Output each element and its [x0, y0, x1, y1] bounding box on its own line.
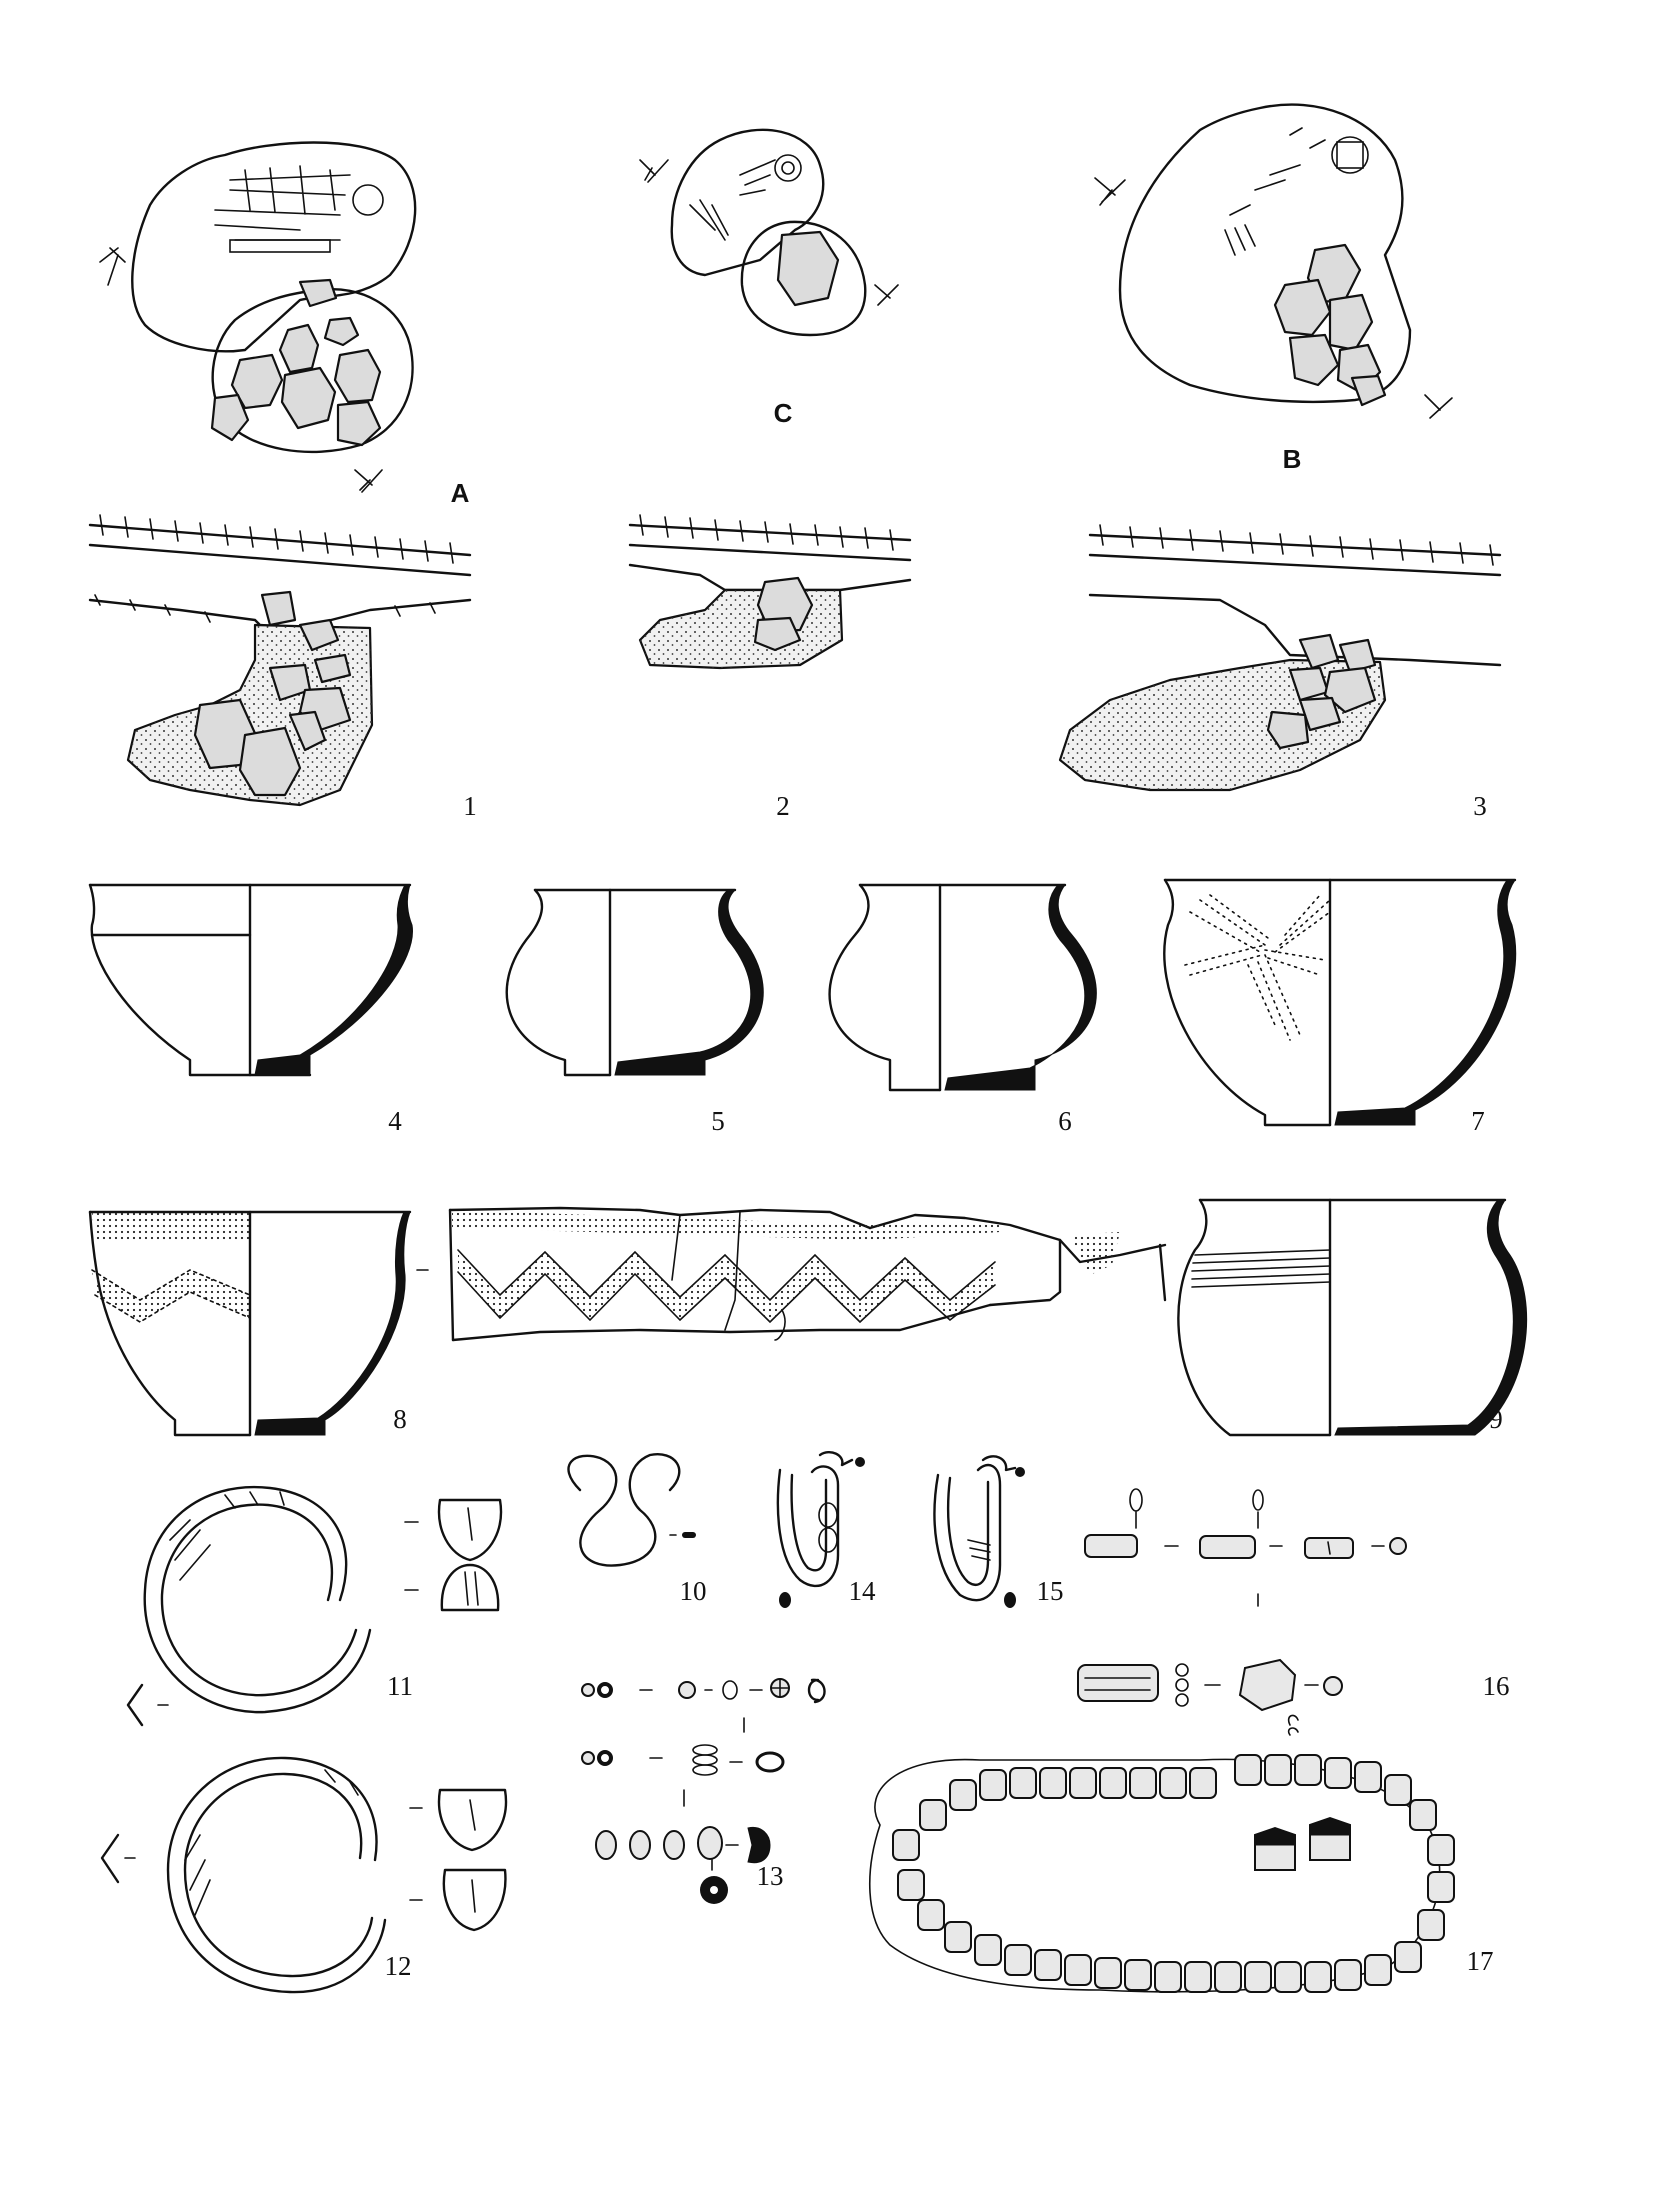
figure-number-16: 16 — [1483, 1671, 1510, 1701]
plan-label-c: C — [774, 398, 793, 428]
bracelet-11: 11 — [126, 1485, 503, 1727]
necklace-17: 17 — [868, 1754, 1494, 1993]
stones-b — [1273, 243, 1387, 407]
plan-label-b: B — [1283, 444, 1302, 474]
skeleton-b — [1224, 127, 1369, 256]
figure-number-10: 10 — [680, 1576, 707, 1606]
grave-section-1: 1 — [88, 514, 477, 821]
figure-number-4: 4 — [388, 1106, 402, 1136]
beads-16: 16 — [1077, 1488, 1510, 1736]
pendant-15: 15 — [933, 1455, 1064, 1608]
figure-number-13: 13 — [757, 1861, 784, 1891]
grave-section-3: 3 — [1058, 524, 1502, 821]
vessel-8-rollout — [448, 1206, 1167, 1342]
skeleton-a — [214, 165, 384, 253]
vessel-7: 7 — [1163, 878, 1517, 1136]
bracelet-12: 12 — [100, 1756, 508, 1994]
necklace-spacer-beads — [1254, 1816, 1351, 1871]
grave-plan-c: C — [639, 128, 899, 428]
vessel-5: 5 — [505, 888, 764, 1136]
figure-number-3: 3 — [1473, 791, 1487, 821]
figure-number-17: 17 — [1467, 1946, 1494, 1976]
figure-number-8: 8 — [393, 1404, 407, 1434]
vessel-8: 8 — [88, 1210, 429, 1437]
vessel-4: 4 — [88, 883, 413, 1136]
grave-section-2: 2 — [628, 514, 912, 821]
incised-decoration-7 — [1184, 894, 1331, 1041]
figure-number-7: 7 — [1471, 1106, 1485, 1136]
wire-ornament-10: 10 — [567, 1453, 707, 1606]
grave-plan-b: B — [1094, 103, 1453, 474]
figure-number-11: 11 — [387, 1671, 413, 1701]
vessel-6: 6 — [828, 883, 1097, 1136]
beads-13: 13 — [581, 1678, 826, 1904]
figure-number-5: 5 — [711, 1106, 725, 1136]
figure-number-9: 9 — [1489, 1404, 1503, 1434]
figure-number-1: 1 — [463, 791, 477, 821]
necklace-beads — [892, 1754, 1455, 1993]
figure-number-12: 12 — [385, 1951, 412, 1981]
figure-number-6: 6 — [1058, 1106, 1072, 1136]
pendant-14: 14 — [776, 1451, 877, 1608]
figure-number-15: 15 — [1037, 1576, 1064, 1606]
stones-a — [210, 278, 382, 447]
plan-label-a: A — [451, 478, 470, 508]
skeleton-c — [689, 154, 802, 241]
figure-number-2: 2 — [776, 791, 790, 821]
figure-number-14: 14 — [849, 1576, 877, 1606]
grave-plan-a: A — [99, 141, 470, 508]
vessel-9: 9 — [1177, 1198, 1527, 1437]
